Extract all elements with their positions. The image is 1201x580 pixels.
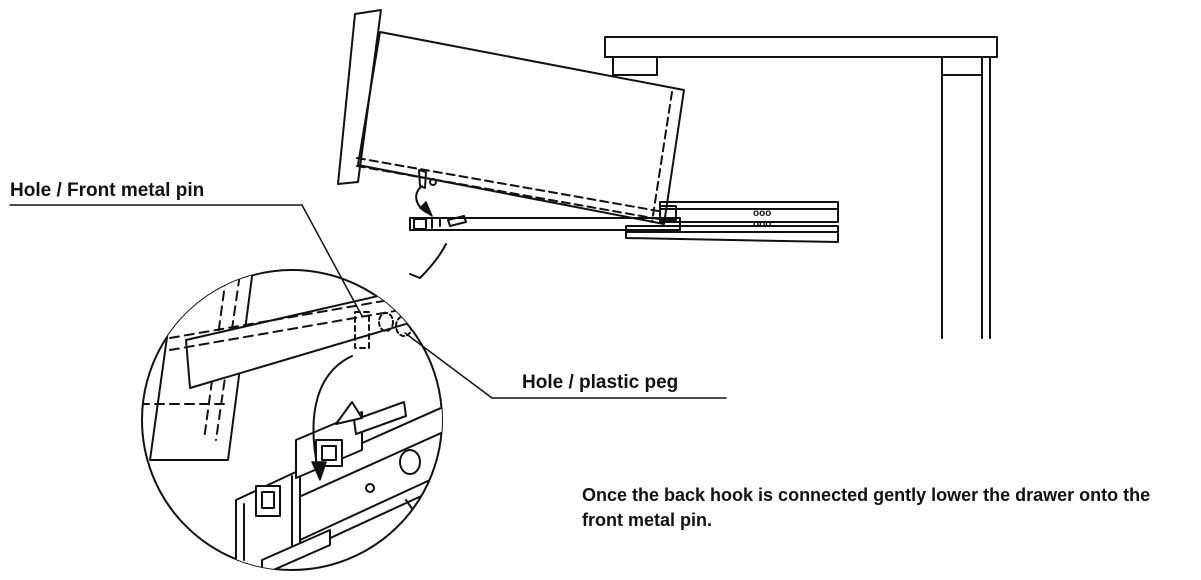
- runner-holes-row-1: ooo: [753, 208, 771, 219]
- magnifier-pointer: [419, 243, 447, 279]
- detail-arrow: [312, 355, 353, 471]
- runner-front-clip: [413, 218, 427, 230]
- drawer-peg-hole: [429, 178, 437, 186]
- detail-peg-hole-1: [378, 312, 394, 332]
- peg-leader: [404, 332, 493, 399]
- front-pin-leader: [301, 204, 363, 317]
- drawer-body: [357, 31, 685, 225]
- runner-back-hook: [447, 215, 467, 227]
- detail-arrow-head: [311, 461, 327, 481]
- runner-front-plate: [625, 225, 839, 243]
- label-front-metal-pin: Hole / Front metal pin: [10, 180, 205, 201]
- drawer-front-pin: [418, 169, 427, 189]
- tilted-drawer: [337, 9, 685, 225]
- drawer-hidden-bottom-2: [356, 165, 665, 221]
- detail-runner-knob: [399, 449, 421, 475]
- drawer-runner: [409, 205, 681, 231]
- magnified-detail: [142, 270, 442, 570]
- detail-pin-hole: [354, 311, 370, 349]
- drawer-hidden-bottom-1: [356, 157, 665, 213]
- label-plastic-peg: Hole / plastic peg: [522, 372, 679, 393]
- drawer-front-panel: [337, 9, 382, 185]
- top-support-block-left: [612, 56, 658, 76]
- cabinet-top: [604, 36, 998, 58]
- instruction-text: Once the back hook is connected gently l…: [582, 485, 1151, 530]
- top-support-block-right: [941, 56, 983, 76]
- runner-holes-row-2: ooo: [753, 219, 771, 230]
- runner-back-plate: [659, 201, 839, 223]
- cabinet-frame: [604, 36, 998, 339]
- leader-lines: [9, 204, 727, 399]
- lowering-arrow-head: [419, 201, 433, 217]
- drawer-hidden-back: [651, 91, 673, 223]
